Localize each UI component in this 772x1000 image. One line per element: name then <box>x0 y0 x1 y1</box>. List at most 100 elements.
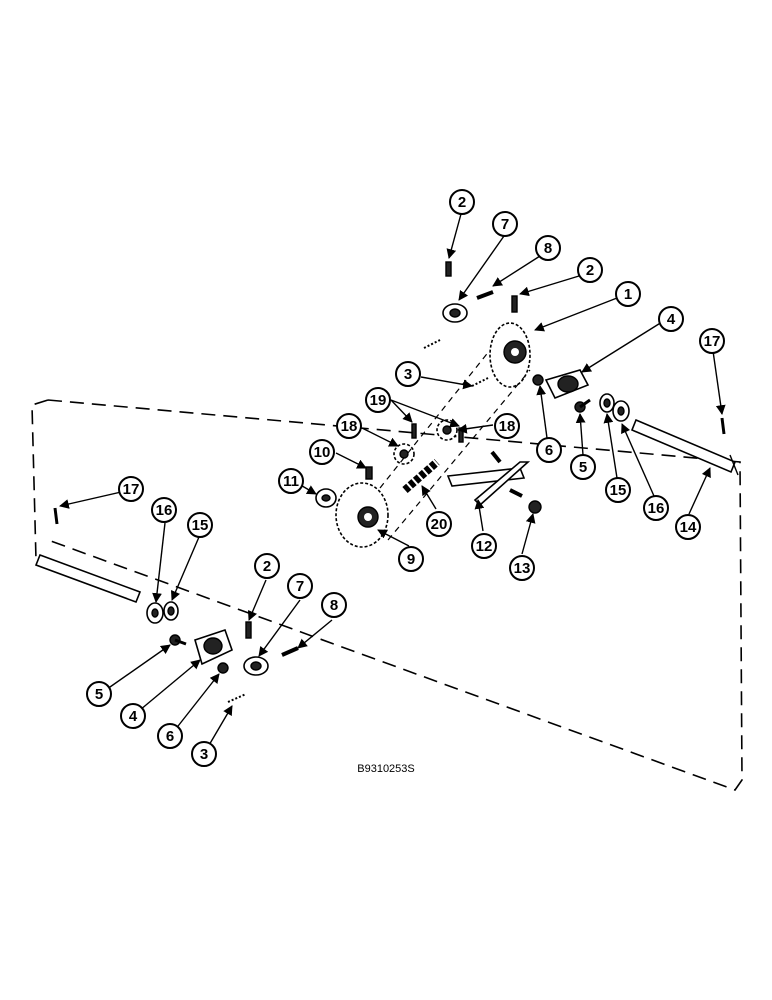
part-flange-bearing-upper <box>544 369 590 400</box>
callout-18-left: 18 <box>336 413 362 439</box>
svg-text:2: 2 <box>586 262 594 279</box>
part-washer-upper-15 <box>599 393 615 413</box>
callout-4-lower: 4 <box>120 703 146 729</box>
part-tensioner-arm <box>446 450 531 507</box>
callout-2-upper-b: 2 <box>577 257 603 283</box>
callout-9: 9 <box>398 546 424 572</box>
part-flange-bearing-lower <box>194 628 233 666</box>
svg-text:9: 9 <box>407 551 415 568</box>
callout-6-upper: 6 <box>536 437 562 463</box>
svg-text:1: 1 <box>624 286 632 303</box>
part-bolt-upper-left <box>445 261 452 277</box>
part-sprocket-upper <box>489 322 531 388</box>
part-bolt-10 <box>365 466 373 480</box>
part-cotter-pin-upper <box>423 339 489 387</box>
callout-16-upper: 16 <box>643 495 669 521</box>
svg-text:3: 3 <box>200 746 208 763</box>
svg-text:15: 15 <box>192 517 209 534</box>
part-sprocket-large <box>335 482 389 548</box>
callout-3-upper: 3 <box>395 361 421 387</box>
part-cotter-pin-lower <box>227 693 247 703</box>
svg-text:16: 16 <box>156 502 173 519</box>
callout-19: 19 <box>365 387 391 413</box>
svg-text:7: 7 <box>296 578 304 595</box>
callout-5-upper: 5 <box>570 454 596 480</box>
svg-text:19: 19 <box>370 392 387 409</box>
callout-8-lower: 8 <box>321 592 347 618</box>
part-screw-lower-left <box>53 507 59 525</box>
svg-text:11: 11 <box>283 473 299 490</box>
part-spacer-11 <box>315 488 337 508</box>
svg-text:7: 7 <box>501 216 509 233</box>
callout-1: 1 <box>615 281 641 307</box>
svg-text:2: 2 <box>263 558 271 575</box>
part-nut-upper <box>532 374 544 386</box>
svg-text:5: 5 <box>95 686 103 703</box>
callout-11: 11 <box>278 468 304 494</box>
callout-20: 20 <box>426 511 452 537</box>
part-washer-upper-16 <box>612 400 630 422</box>
callout-6-lower: 6 <box>157 723 183 749</box>
part-shaft-left <box>34 553 142 604</box>
svg-text:4: 4 <box>667 311 676 328</box>
callout-7-lower: 7 <box>287 573 313 599</box>
part-roll-pin-lower <box>281 646 299 657</box>
svg-text:13: 13 <box>514 560 531 577</box>
svg-text:16: 16 <box>648 500 665 517</box>
part-roll-pin-upper <box>476 290 494 300</box>
part-washer-lower-16 <box>146 602 164 624</box>
callout-4-upper: 4 <box>658 306 684 332</box>
svg-text:6: 6 <box>545 442 553 459</box>
part-nut-lower <box>217 662 229 674</box>
svg-text:8: 8 <box>544 240 552 257</box>
svg-text:18: 18 <box>499 418 516 435</box>
callout-17-lower: 17 <box>118 476 144 502</box>
part-shaft-right <box>630 418 739 476</box>
part-washer-lower-15 <box>163 601 179 621</box>
callout-3-lower: 3 <box>191 741 217 767</box>
part-idler-sprocket-left <box>393 443 415 465</box>
svg-text:20: 20 <box>431 516 448 533</box>
part-carriage-bolt-upper <box>574 398 591 413</box>
callout-5-lower: 5 <box>86 681 112 707</box>
svg-text:17: 17 <box>123 481 140 498</box>
svg-text:3: 3 <box>404 366 412 383</box>
callout-15-lower: 15 <box>187 512 213 538</box>
svg-text:5: 5 <box>579 459 587 476</box>
part-idler-sprocket-right <box>436 419 458 441</box>
callout-2-upper-a: 2 <box>449 189 475 215</box>
assembly-outline <box>31 399 743 791</box>
drawing-code: B9310253S <box>357 763 415 775</box>
callout-7-upper: 7 <box>492 211 518 237</box>
callout-10: 10 <box>309 439 335 465</box>
part-collar-upper <box>442 303 468 323</box>
svg-text:12: 12 <box>476 538 493 555</box>
part-carriage-bolt-lower <box>169 634 187 646</box>
svg-text:15: 15 <box>610 482 627 499</box>
part-nut-13 <box>528 500 542 514</box>
svg-text:10: 10 <box>314 444 331 461</box>
callout-8-upper: 8 <box>535 235 561 261</box>
svg-text:18: 18 <box>341 418 358 435</box>
chain-path <box>379 349 531 541</box>
part-screw-upper-right <box>720 417 726 435</box>
callout-2-lower: 2 <box>254 553 280 579</box>
callout-13: 13 <box>509 555 535 581</box>
svg-text:17: 17 <box>704 333 721 350</box>
callout-18-right: 18 <box>494 413 520 439</box>
callout-12: 12 <box>471 533 497 559</box>
svg-text:8: 8 <box>330 597 338 614</box>
svg-text:6: 6 <box>166 728 174 745</box>
svg-text:14: 14 <box>680 519 697 536</box>
callout-14: 14 <box>675 514 701 540</box>
callout-17-upper: 17 <box>699 328 725 354</box>
part-collar-lower <box>243 656 269 676</box>
part-bolt-lower <box>245 621 252 639</box>
callout-16-lower: 16 <box>151 497 177 523</box>
svg-text:4: 4 <box>129 708 138 725</box>
leader-lines <box>59 213 726 753</box>
part-bolt-upper-right <box>511 295 518 313</box>
callout-15-upper: 15 <box>605 477 631 503</box>
svg-text:2: 2 <box>458 194 466 211</box>
